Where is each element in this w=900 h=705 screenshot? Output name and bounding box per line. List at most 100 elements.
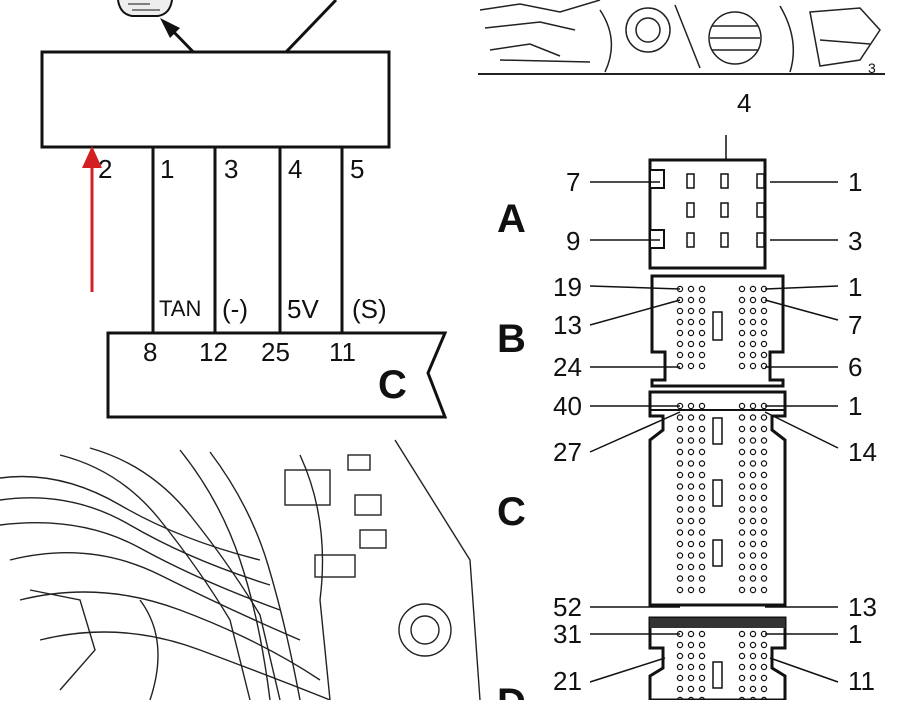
pin-hole [738,563,746,571]
pin-hole [749,285,757,293]
pin-hole [687,414,695,421]
pin-hole [676,437,684,444]
pin-hole [738,674,746,682]
pin-hole [738,448,746,456]
pin-hole [687,494,695,502]
pin-hole [687,652,695,660]
pin-label: 1 [848,167,862,197]
pin-hole [738,685,746,693]
pin-hole [760,414,768,421]
wire-labels: TAN (-) 5V (S) [159,294,387,324]
pin-hole [738,318,746,326]
pin-hole [676,362,684,370]
pin-label: 40 [553,391,582,421]
pin-hole [698,685,706,693]
pin-label: 19 [553,272,582,302]
wire-label: (-) [222,294,248,324]
pin-hole [760,437,768,444]
pin-label: 6 [848,352,862,382]
pin-hole [687,517,695,525]
pin-hole [749,506,757,513]
pin-hole [738,586,746,594]
pin-hole [738,506,746,513]
pin-label: 1 [848,272,862,302]
pin-hole [676,663,684,671]
pin-hole [676,652,684,660]
pin-hole [749,552,757,559]
pin-hole [676,563,684,571]
pin-hole [676,483,684,490]
pin-hole [687,685,695,693]
pin-hole [760,471,768,479]
connector-a-housing [648,135,767,270]
pin-hole [749,448,757,456]
pin-hole [687,285,695,293]
pin-hole [676,540,684,548]
connector-c-pins [676,402,768,594]
pin-hole [687,663,695,671]
pin-hole [749,340,757,348]
pin-hole [687,471,695,479]
pin-hole [738,529,746,536]
pin-hole [749,437,757,444]
pin-hole [749,575,757,582]
pin-label: 27 [553,437,582,467]
pin-hole [749,329,757,337]
pin-hole [698,552,706,559]
connector-pin-label: 8 [143,337,157,367]
pin-hole [749,685,757,693]
pin-label: 1 [848,391,862,421]
pin-hole [760,362,768,370]
connector-a-callouts [590,181,838,241]
pin-hole [749,529,757,536]
pin-hole [698,448,706,456]
pin-label: 31 [553,619,582,649]
pin-hole [738,552,746,559]
pin-hole [738,460,746,467]
pin-hole [687,506,695,513]
pin-hole [749,402,757,410]
pin-hole [760,552,768,559]
wires [151,147,344,333]
pin-hole [698,460,706,467]
pin-hole [698,652,706,660]
connector-d-key [712,661,723,689]
module-pin-labels: 2 1 3 4 5 [98,154,364,184]
pin-hole [738,540,746,548]
connector-d-pins [676,630,768,704]
pin-hole [760,575,768,582]
pin-hole [738,517,746,525]
pin-hole [749,296,757,304]
pin-hole [676,425,684,433]
pin-hole [687,540,695,548]
pin-hole [687,307,695,315]
pin-label: 9 [566,226,580,256]
connector-b-callouts [589,285,839,368]
pin-hole [687,351,695,359]
pin-hole [687,318,695,326]
pin-hole [738,285,746,293]
pin-hole [738,414,746,421]
pin-hole [687,425,695,433]
pin-hole [687,362,695,370]
pin-hole [698,540,706,548]
pin-hole [698,402,706,410]
pin-label: 21 [553,666,582,696]
pin-hole [749,494,757,502]
pin-hole [738,362,746,370]
pin-hole [749,563,757,571]
pin-hole [676,641,684,649]
pin-hole [738,652,746,660]
pin-hole [760,483,768,490]
photo-corner-label: 3 [868,60,876,76]
pin-hole [687,529,695,536]
pin-hole [698,517,706,525]
pin-hole [749,483,757,490]
pin-hole [760,529,768,536]
pin-hole [698,340,706,348]
pin-hole [749,351,757,359]
pin-label: 13 [553,310,582,340]
pin-hole [760,318,768,326]
pin-hole [698,471,706,479]
pin-hole [749,362,757,370]
